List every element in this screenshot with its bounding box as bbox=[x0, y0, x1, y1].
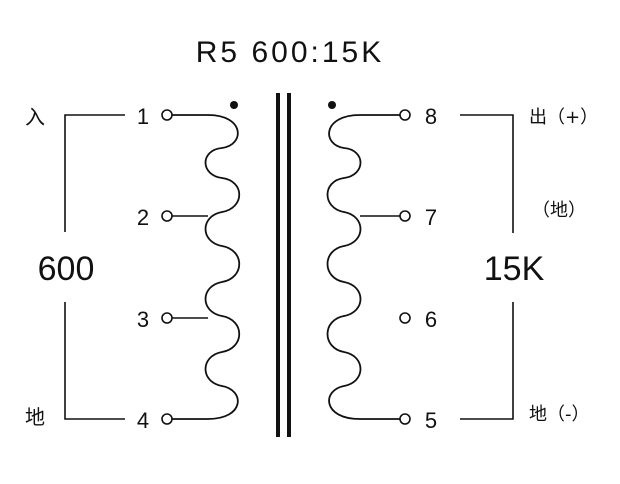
primary-bracket-top bbox=[64, 114, 125, 232]
secondary-bracket-top bbox=[460, 114, 514, 233]
pin-3-terminal bbox=[161, 312, 173, 324]
secondary-bracket-bottom bbox=[460, 302, 514, 420]
primary-impedance: 600 bbox=[38, 250, 95, 288]
pin-4-label: 4 bbox=[137, 408, 149, 433]
pin-6-terminal bbox=[399, 312, 411, 324]
secondary-coil bbox=[326, 114, 400, 420]
primary-coil bbox=[172, 114, 240, 420]
pin-1-terminal bbox=[161, 109, 173, 121]
pin-6-label: 6 bbox=[425, 307, 437, 332]
pin-5-terminal bbox=[399, 413, 411, 425]
secondary-output-label: 出（+） bbox=[529, 107, 598, 128]
diagram-title: R5 600:15K bbox=[196, 36, 384, 69]
secondary-impedance: 15K bbox=[484, 250, 545, 288]
pin-8-label: 8 bbox=[425, 104, 437, 129]
primary-ground-label: 地 bbox=[25, 405, 45, 429]
pin-2-label: 2 bbox=[137, 205, 149, 230]
primary-bracket-bottom bbox=[64, 302, 125, 420]
pin-4-terminal bbox=[161, 413, 173, 425]
secondary-ground-label: 地（-） bbox=[529, 404, 590, 425]
pin-1-label: 1 bbox=[137, 104, 149, 129]
pin-5-label: 5 bbox=[425, 408, 437, 433]
pin-8-terminal bbox=[399, 109, 411, 121]
pin-7-terminal bbox=[399, 210, 411, 222]
pin-3-label: 3 bbox=[137, 307, 149, 332]
pin-7-label: 7 bbox=[425, 205, 437, 230]
secondary-polarity-dot bbox=[328, 101, 336, 109]
primary-polarity-dot bbox=[230, 101, 238, 109]
secondary-center-ground-label: （地） bbox=[532, 200, 586, 221]
primary-input-label: 入 bbox=[25, 105, 45, 129]
pin-2-terminal bbox=[161, 210, 173, 222]
